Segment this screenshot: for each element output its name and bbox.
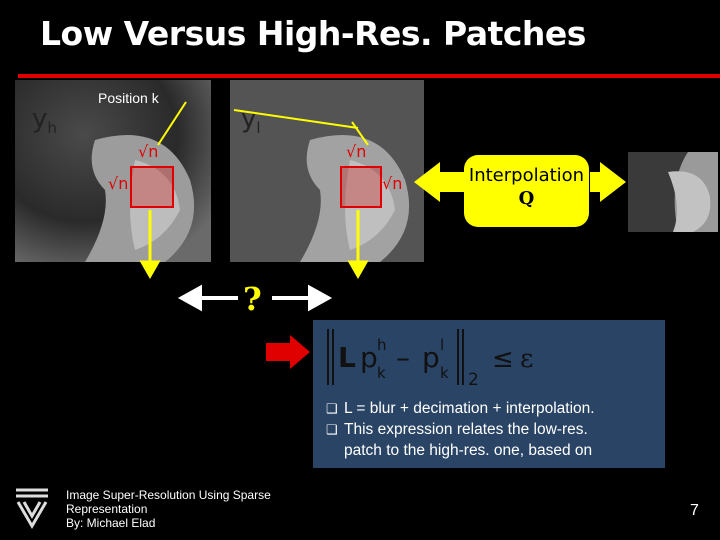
page-number: 7 (690, 502, 699, 519)
formula-p-h: p (360, 341, 378, 374)
thumbnail-photo (628, 152, 718, 232)
interpolation-operator: Q (518, 188, 535, 209)
formula-minus: – (396, 341, 410, 374)
high-res-photo (15, 80, 211, 262)
title-underline (18, 74, 720, 78)
hr-patch-width-label: √n (138, 142, 159, 161)
hr-image-label: yh (32, 104, 57, 138)
formula-norm-sub: 2 (468, 370, 479, 390)
checkbox-bullet-icon: ❑ (326, 422, 338, 437)
bullet-list: ❑ L = blur + decimation + interpolation.… (326, 398, 662, 461)
low-res-photo (230, 80, 424, 262)
formula-epsilon: ε (520, 344, 533, 374)
checkbox-bullet-icon: ❑ (326, 401, 338, 416)
formula: L p h k – p l k 2 ≤ ε (327, 329, 533, 390)
technion-logo-icon (16, 488, 48, 529)
lr-patch-height-label: √n (382, 174, 403, 193)
slide-title: Low Versus High-Res. Patches (40, 14, 586, 53)
lr-patch-width-label: √n (346, 142, 367, 161)
hr-patch-box (130, 166, 174, 208)
hr-patch-height-label: √n (108, 174, 129, 193)
lr-patch-box (340, 166, 382, 208)
bullet-continuation: patch to the high-res. one, based on (344, 442, 593, 459)
explanation-box (313, 320, 665, 468)
formula-sup-l: l (440, 336, 444, 354)
position-label: Position k (98, 90, 159, 106)
bullet-item: ❑ This expression relates the low-res. (326, 421, 588, 438)
formula-sup-h: h (377, 336, 387, 354)
formula-p-l: p (422, 341, 440, 374)
bullet-item: ❑ L = blur + decimation + interpolation. (326, 400, 595, 417)
formula-sub-k-l: k (440, 364, 449, 382)
formula-L: L (338, 341, 356, 374)
footer-text: Image Super-Resolution Using Sparse Repr… (66, 488, 271, 530)
formula-sub-k-h: k (377, 364, 386, 382)
question-mark: ? (243, 280, 262, 318)
interpolation-label: Interpolation (468, 165, 585, 186)
interpolation-box: Interpolation Q (464, 155, 589, 227)
formula-leq: ≤ (492, 344, 514, 374)
